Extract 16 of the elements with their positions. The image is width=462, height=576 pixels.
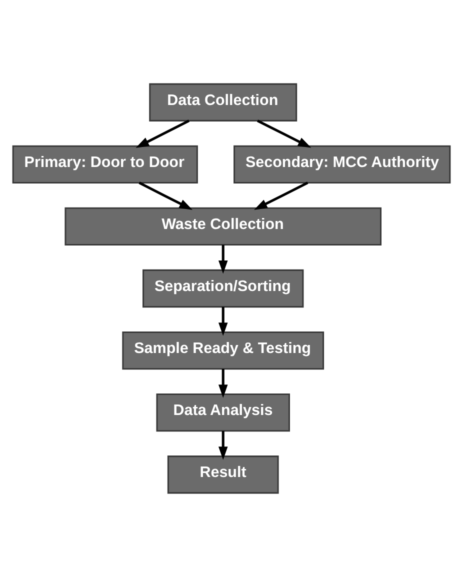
arrow xyxy=(256,119,311,148)
node-box: Sample Ready & Testing xyxy=(122,330,324,370)
arrow xyxy=(218,430,228,460)
arrow xyxy=(218,368,228,398)
arrow xyxy=(138,181,192,210)
node-box: Primary: Door to Door xyxy=(12,144,198,183)
arrow xyxy=(135,119,190,148)
node-box: Separation/Sorting xyxy=(142,268,304,308)
node-box: Data Collection xyxy=(148,82,297,121)
node-box: Waste Collection xyxy=(64,206,382,246)
arrow xyxy=(218,306,228,336)
arrow xyxy=(218,244,228,274)
node-box: Result xyxy=(166,455,278,494)
node-box: Secondary: MCC Authority xyxy=(233,144,450,183)
node-box: Data Analysis xyxy=(156,393,290,432)
arrow xyxy=(254,181,308,210)
